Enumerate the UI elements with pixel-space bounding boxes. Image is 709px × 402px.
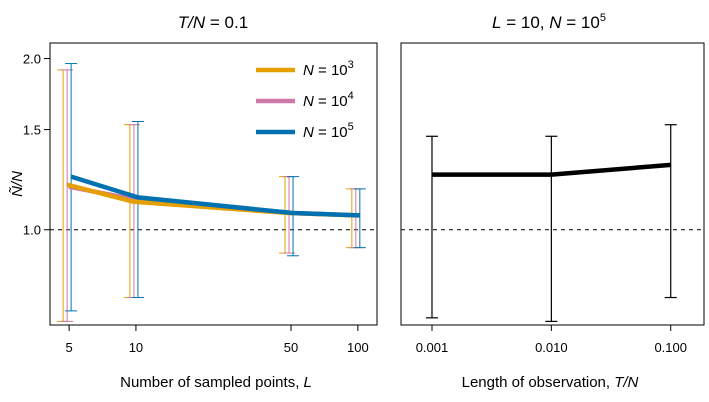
error-bar — [425, 135, 438, 319]
right-x-axis-title: Length of observation, T/N — [462, 374, 639, 391]
left-xlabel-plain: Number of sampled points, — [120, 374, 303, 391]
y-tick-label: 2.0 — [23, 52, 41, 67]
right-title-italic-2: N — [549, 13, 562, 32]
left-y-axis: 1.0 1.5 2.0 — [23, 52, 50, 238]
x-tick-label: 100 — [347, 340, 369, 355]
x-tick-label: 0.100 — [654, 340, 687, 355]
y-axis-title: Ñ/N — [9, 171, 26, 197]
right-x-axis: 0.001 0.010 0.100 — [416, 325, 687, 355]
left-x-axis-title: Number of sampled points, L — [120, 374, 312, 391]
right-plot-frame — [400, 42, 705, 326]
right-panel-title: L = 10, N = 105 — [492, 12, 606, 32]
left-series-layer — [66, 174, 360, 218]
legend-label: N = 104 — [303, 90, 354, 110]
right-xlabel-italic: T/N — [614, 374, 638, 391]
right-errorbar-layer — [425, 124, 677, 322]
x-tick-label: 0.001 — [416, 340, 449, 355]
legend-label: N = 105 — [303, 121, 354, 141]
right-title-exponent: 5 — [600, 12, 606, 24]
y-tick-label: 1.0 — [23, 223, 41, 238]
left-xlabel-italic: L — [304, 374, 312, 391]
error-bar — [545, 135, 558, 322]
right-title-rest-1: = 10, — [502, 13, 550, 32]
right-panel: L = 10, N = 105 0.001 0.010 0.100 Length o… — [400, 12, 705, 391]
error-bar — [287, 176, 300, 257]
legend: N = 103 N = 104 N = 105 — [256, 59, 354, 141]
x-tick-label: 5 — [66, 340, 73, 355]
legend-item: N = 105 — [256, 121, 354, 141]
right-xlabel-plain: Length of observation, — [462, 374, 615, 391]
left-title-italic: T/N — [178, 13, 206, 32]
error-bar — [131, 121, 144, 299]
left-panel-title: T/N = 0.1 — [178, 13, 248, 32]
series-line — [432, 162, 671, 177]
error-bar — [353, 188, 366, 249]
series-line — [70, 174, 360, 218]
x-tick-label: 0.010 — [535, 340, 568, 355]
error-bar — [664, 124, 677, 299]
left-plot-frame — [49, 42, 378, 326]
right-title-rest-2: = 10 — [562, 13, 600, 32]
right-series-layer — [432, 162, 671, 177]
legend-label: N = 103 — [303, 59, 354, 79]
legend-item: N = 104 — [256, 90, 354, 110]
x-tick-label: 10 — [129, 340, 143, 355]
left-x-axis: 5 10 50 100 — [66, 325, 369, 355]
legend-item: N = 103 — [256, 59, 354, 79]
x-tick-label: 50 — [284, 340, 298, 355]
y-tick-label: 1.5 — [23, 123, 41, 138]
left-title-rest: = 0.1 — [205, 13, 248, 32]
right-title-italic-1: L — [492, 13, 501, 32]
